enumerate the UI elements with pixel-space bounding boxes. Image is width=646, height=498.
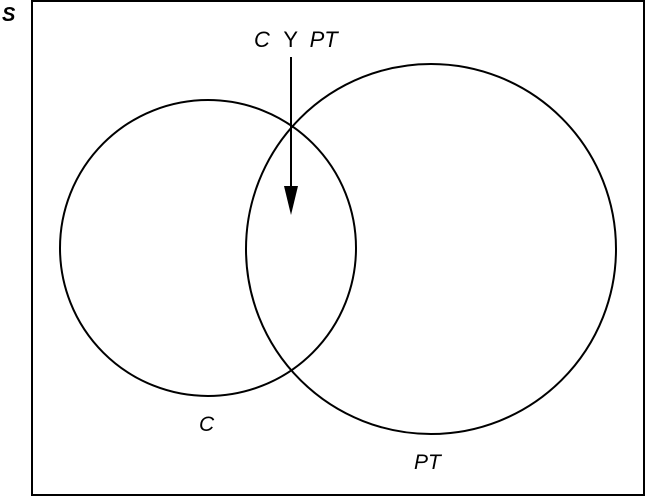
intersection-label: C Y PT (254, 27, 339, 52)
intersection-label-right: PT (310, 27, 340, 52)
intersection-arrow-head (284, 186, 298, 215)
set-pt-label: PT (414, 451, 443, 474)
sample-space-label: S (2, 4, 16, 26)
set-pt-circle (245, 63, 617, 435)
intersection-symbol: Y (283, 27, 298, 52)
intersection-label-left: C (254, 27, 270, 52)
set-c-label: C (199, 413, 215, 436)
set-c-circle (59, 99, 357, 397)
sample-space-box (31, 0, 645, 496)
